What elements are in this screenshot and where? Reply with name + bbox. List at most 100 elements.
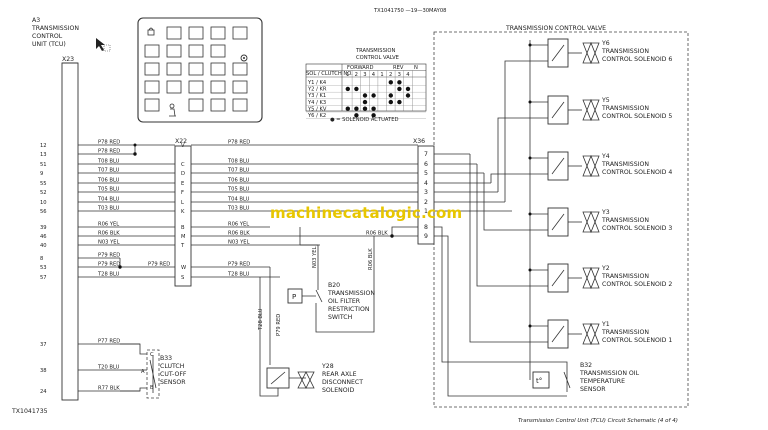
wire-label-lower: T20 BLU bbox=[97, 365, 120, 371]
table-row-label: Y1 / K4 bbox=[307, 80, 327, 86]
table-row-label: Y6 / K2 bbox=[307, 113, 326, 119]
wire-label-right: T28 BLU bbox=[227, 272, 250, 278]
x22-connector bbox=[174, 145, 192, 287]
panel-cell bbox=[144, 62, 160, 76]
wire-label-right: R06 YEL bbox=[228, 222, 249, 228]
b33-id: B33 bbox=[160, 355, 172, 362]
x22-pin: K bbox=[181, 209, 185, 215]
actuated-dot bbox=[345, 86, 350, 92]
actuated-dot bbox=[354, 113, 359, 118]
actuated-dot bbox=[345, 106, 350, 111]
table-col-5: 1 bbox=[380, 72, 383, 78]
panel-cell bbox=[144, 80, 160, 94]
x36-pin: 3 bbox=[424, 189, 428, 196]
table-col-1: 1 bbox=[346, 72, 349, 78]
x22-pin: C bbox=[181, 162, 185, 168]
wire-label-left: N03 YEL bbox=[98, 240, 120, 246]
actuated-dot bbox=[397, 86, 402, 92]
control-valve-title: TRANSMISSION CONTROL VALVE bbox=[505, 25, 606, 32]
x36-connector-label: X36 bbox=[413, 138, 425, 145]
wire-label-lower: P77 RED bbox=[98, 339, 120, 345]
x23-pin: 13 bbox=[40, 152, 47, 158]
panel-cell bbox=[188, 44, 204, 58]
x22-pin: M bbox=[181, 234, 185, 240]
b20-line-4: SWITCH bbox=[328, 314, 353, 321]
x22-pin: B bbox=[181, 225, 185, 231]
b32-line-1: TRANSMISSION OIL bbox=[579, 370, 640, 377]
x23-pin: 39 bbox=[40, 225, 47, 231]
y28-line-2: DISCONNECT bbox=[322, 379, 363, 386]
vertical-wire-label: N03 YEL bbox=[312, 246, 318, 268]
wire-label-left: T06 BLU bbox=[97, 178, 120, 184]
b20-line-3: RESTRICTION bbox=[328, 306, 370, 313]
wire-label-lower: R77 BLK bbox=[98, 386, 120, 392]
b33-line-1: CLUTCH bbox=[160, 363, 185, 370]
panel-cell bbox=[188, 62, 204, 76]
control-valve-box bbox=[433, 31, 689, 408]
solenoid-line-1: TRANSMISSION bbox=[601, 273, 649, 280]
actuated-dot bbox=[362, 99, 368, 105]
x22-pin: V bbox=[181, 143, 185, 149]
wire-label-right: P78 RED bbox=[228, 140, 250, 146]
panel-cell bbox=[232, 26, 248, 40]
tcu-designator: A3 bbox=[32, 17, 40, 24]
vertical-wire-label: P79 RED bbox=[276, 314, 282, 336]
wire-label-left: T28 BLU bbox=[97, 272, 120, 278]
figure-caption: Transmission Control Unit (TCU) Circuit … bbox=[518, 418, 678, 424]
x23-pin: 12 bbox=[40, 143, 47, 149]
solenoid-id: Y3 bbox=[601, 209, 610, 216]
x23-pin: 53 bbox=[40, 265, 47, 271]
panel-cell bbox=[166, 44, 182, 58]
solenoid-id: Y4 bbox=[601, 153, 610, 160]
wire-label-left: T04 BLU bbox=[97, 197, 120, 203]
b33-pin-a: A bbox=[141, 369, 145, 375]
lock-icon bbox=[147, 27, 155, 36]
actuated-dot bbox=[354, 106, 359, 111]
actuated-dot bbox=[388, 80, 393, 85]
panel-cell bbox=[210, 44, 226, 58]
tcu-name-line-2: CONTROL bbox=[32, 33, 63, 40]
figure-reference: TX1041735 bbox=[11, 408, 48, 415]
actuated-dot bbox=[397, 99, 402, 105]
wire-label-left: T08 BLU bbox=[97, 159, 120, 165]
vertical-wire-label: R06 BLK bbox=[368, 248, 374, 270]
b32-line-3: SENSOR bbox=[580, 386, 606, 393]
solenoid-table: TRANSMISSION CONTROL VALVE FORWARD REV N… bbox=[305, 48, 427, 123]
panel-cell bbox=[144, 98, 160, 112]
b32-id: B32 bbox=[580, 362, 592, 369]
panel-cell bbox=[188, 98, 204, 112]
x23-connector-label: X23 bbox=[62, 56, 74, 63]
x36-pin: 8 bbox=[424, 224, 428, 231]
x22-pin: E bbox=[181, 181, 184, 187]
x36-pin: 6 bbox=[424, 161, 428, 168]
panel-cell bbox=[166, 80, 182, 94]
wire-label-left: R06 YEL bbox=[98, 222, 119, 228]
x22-pin: L bbox=[181, 200, 184, 206]
solenoid-line-1: TRANSMISSION bbox=[601, 161, 649, 168]
table-col-4: 4 bbox=[372, 72, 376, 78]
b33-line-2: CUT-OFF bbox=[160, 371, 187, 378]
b20-line-2: OIL FILTER bbox=[328, 298, 361, 305]
x36-pin: 9 bbox=[424, 233, 428, 240]
x23-pin: 40 bbox=[40, 243, 47, 249]
wire-label-p79-mid: P79 RED bbox=[148, 262, 170, 268]
panel-cell bbox=[210, 80, 226, 94]
b32-line-2: TEMPERATURE bbox=[579, 378, 625, 385]
x36-pin: 1 bbox=[424, 208, 428, 215]
solenoid-line-1: TRANSMISSION bbox=[601, 329, 649, 336]
x23-pin: 52 bbox=[40, 190, 47, 196]
wire-label-left: P79 RED bbox=[98, 262, 120, 268]
wire-label-left: P79 RED bbox=[98, 253, 120, 259]
solenoid-id: Y5 bbox=[601, 97, 610, 104]
x23-pin: 51 bbox=[40, 162, 47, 168]
actuated-dot bbox=[354, 86, 359, 92]
x23-pin: 56 bbox=[40, 209, 47, 215]
seat-person-icon bbox=[169, 103, 176, 117]
wire-label-left: P78 RED bbox=[98, 149, 120, 155]
pressure-symbol: P bbox=[292, 293, 296, 301]
solenoid-line-1: TRANSMISSION bbox=[601, 48, 649, 55]
